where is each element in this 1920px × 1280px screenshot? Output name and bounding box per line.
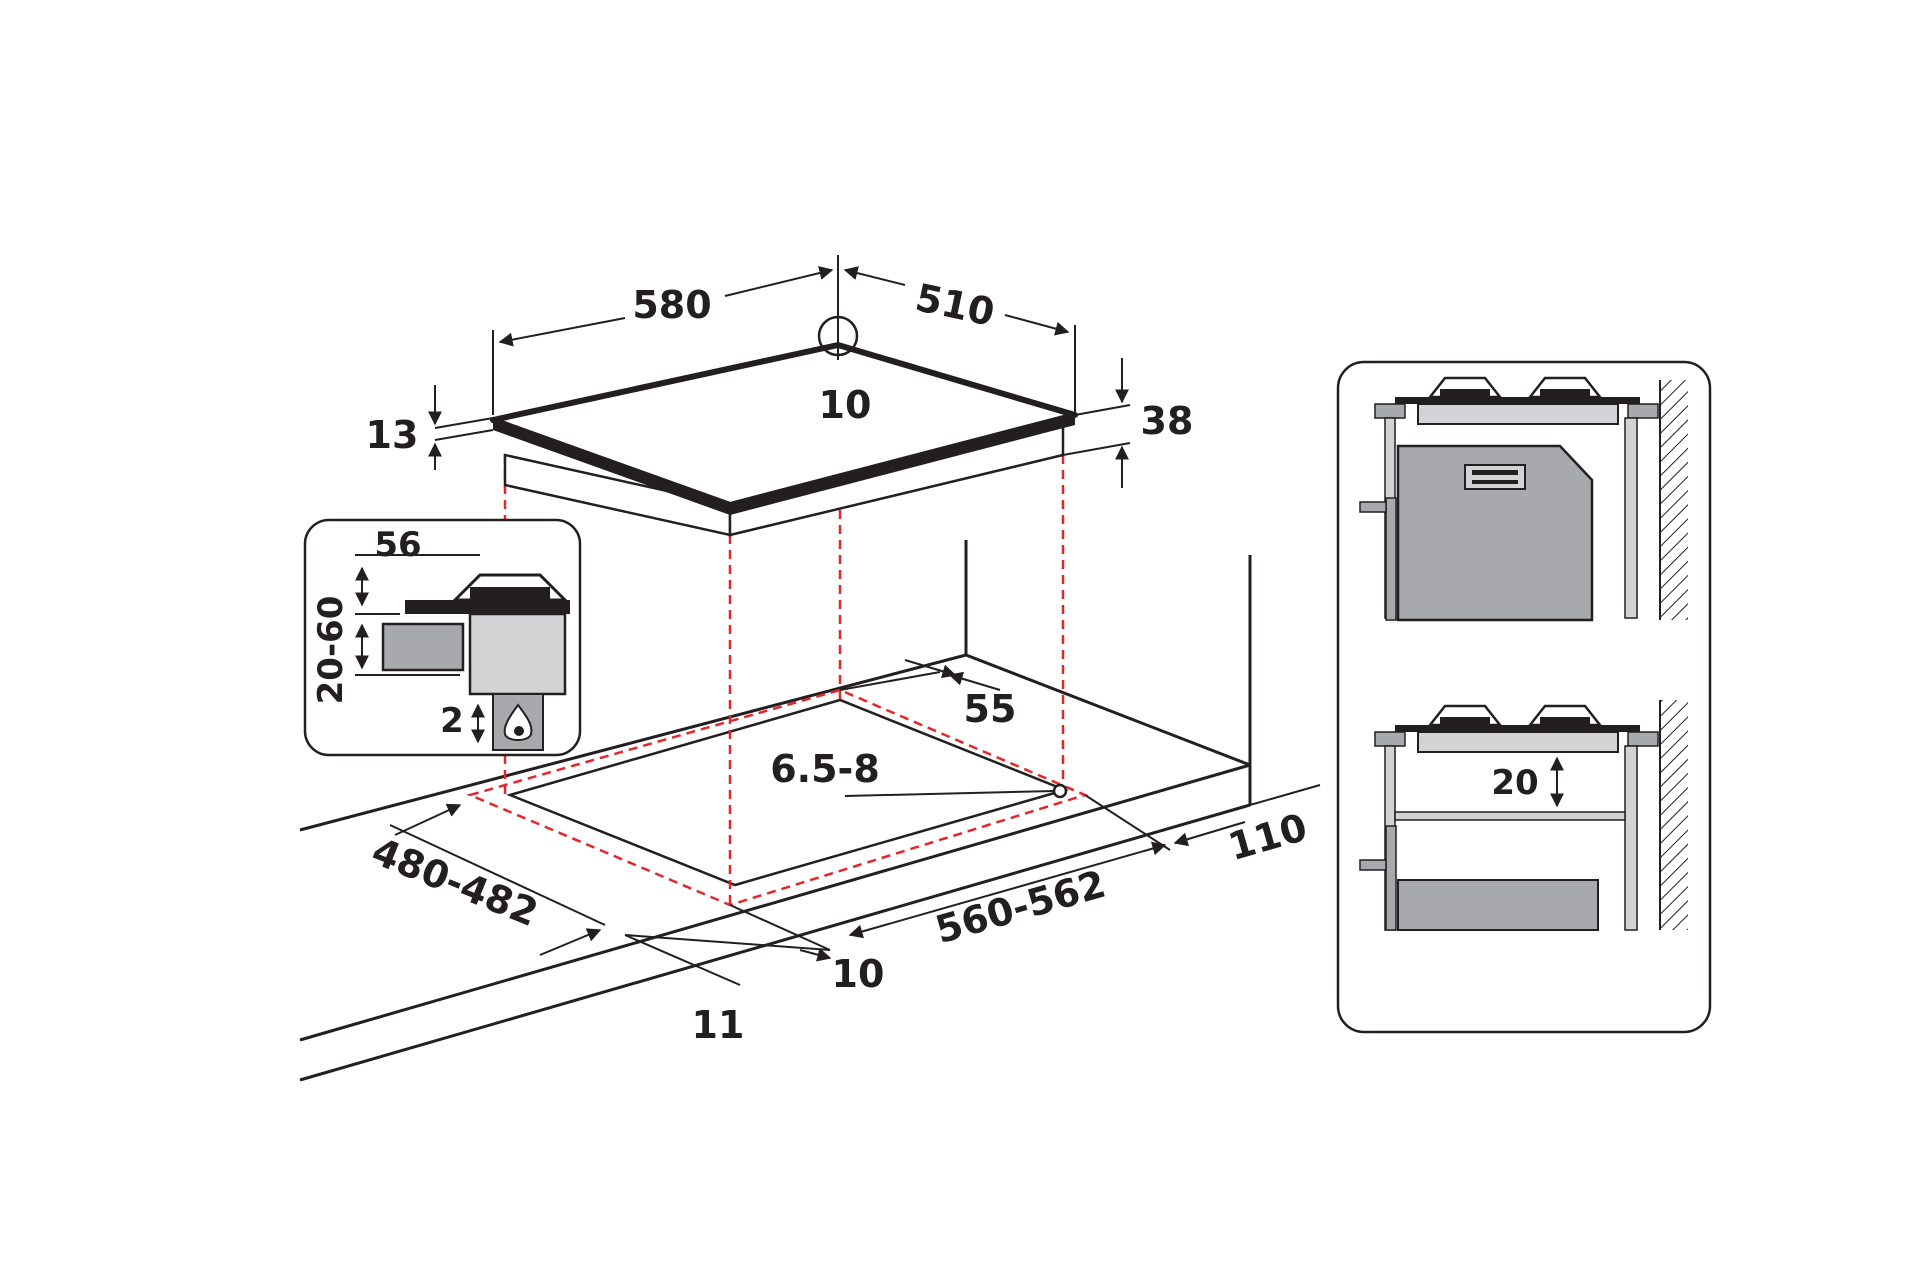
gas-flame-icon xyxy=(503,703,533,741)
label-hob-width: 580 xyxy=(632,283,711,327)
label-glass-thickness: 13 xyxy=(366,413,419,457)
inset-right-panel: 20 xyxy=(1336,360,1712,1034)
label-hob-depth: 510 xyxy=(912,275,999,335)
label-wall-clearance: 110 xyxy=(1224,805,1312,869)
label-cutout-width: 560-562 xyxy=(931,862,1111,952)
hob-above-drawer-scenario: 20 xyxy=(1359,700,1688,931)
label-corner-radius: 10 xyxy=(819,383,872,427)
label-total-height: 38 xyxy=(1141,399,1194,443)
label-clip-hole: 6.5-8 xyxy=(770,747,880,791)
label-front-edge: 11 xyxy=(692,1003,745,1047)
label-cutout-depth: 480-482 xyxy=(366,829,544,935)
label-front-offset: 10 xyxy=(832,952,885,996)
label-gas-gap: 2 xyxy=(440,701,464,741)
clip-hole-leader xyxy=(844,790,1056,797)
label-worktop-range: 20-60 xyxy=(311,596,351,705)
inset-left-panel: 56 20-60 2 xyxy=(303,518,582,757)
label-shelf-gap: 20 xyxy=(1491,763,1538,803)
dimension-lines xyxy=(389,255,1321,986)
hob xyxy=(490,342,1078,537)
label-burner-height: 56 xyxy=(374,525,421,565)
label-side-margin: 55 xyxy=(964,687,1017,731)
hob-above-oven-scenario xyxy=(1359,376,1688,622)
clip-hole-marker xyxy=(1052,783,1068,799)
